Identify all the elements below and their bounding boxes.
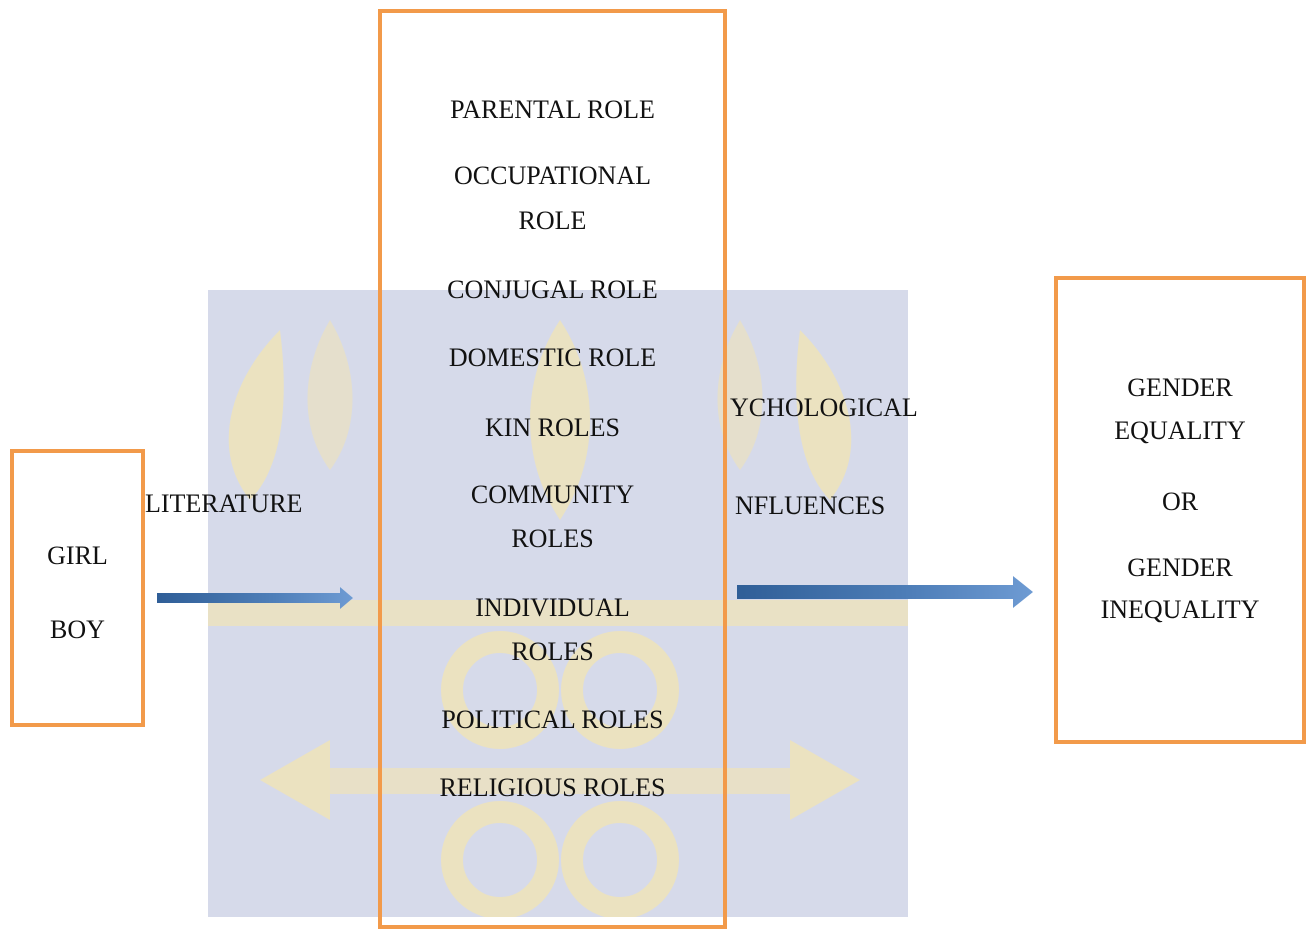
left-box-line-boy: BOY: [50, 615, 105, 644]
right-arrow: [737, 576, 1033, 608]
role-community-line2: ROLES: [511, 524, 594, 553]
left-box: [10, 449, 145, 727]
role-kin: KIN ROLES: [484, 413, 621, 442]
role-conjugal: CONJUGAL ROLE: [447, 275, 658, 304]
role-political: POLITICAL ROLES: [441, 705, 664, 734]
role-individual-line2: ROLES: [511, 637, 594, 666]
role-parental: PARENTAL ROLE: [450, 95, 655, 124]
outcome-line-gender-2: GENDER: [1127, 553, 1233, 582]
role-religious: RELIGIOUS ROLES: [439, 773, 666, 802]
literature-label: LITERATURE: [145, 489, 303, 518]
outcome-line-equality: EQUALITY: [1114, 416, 1246, 445]
influences-label: NFLUENCES: [735, 491, 886, 520]
role-occupational-line1: OCCUPATIONAL: [454, 161, 651, 190]
outcome-line-inequality: INEQUALITY: [1100, 595, 1260, 624]
outcome-line-or: OR: [1161, 487, 1199, 516]
role-occupational-line2: ROLE: [518, 206, 587, 235]
psychological-label: YCHOLOGICAL: [730, 393, 918, 422]
left-box-line-girl: GIRL: [47, 541, 108, 570]
role-domestic: DOMESTIC ROLE: [448, 343, 657, 372]
outcome-line-gender-1: GENDER: [1127, 373, 1233, 402]
role-community-line1: COMMUNITY: [470, 480, 635, 509]
left-arrow: [157, 587, 353, 609]
role-individual-line1: INDIVIDUAL: [475, 593, 630, 622]
right-box: [1054, 276, 1306, 744]
